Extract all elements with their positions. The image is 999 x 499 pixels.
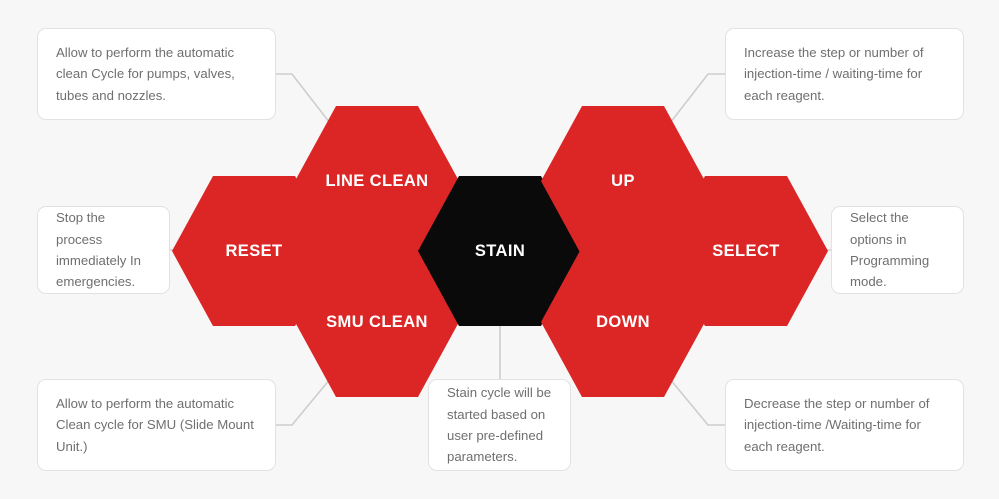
callout-stain: Stain cycle will be started based on use…: [428, 379, 571, 471]
callout-down-text: Decrease the step or number of injection…: [744, 395, 930, 454]
callout-up-text: Increase the step or number of injection…: [744, 44, 924, 103]
hex-label-line-clean: LINE CLEAN: [325, 171, 429, 190]
hex-label-down: DOWN: [596, 312, 650, 331]
callout-select: Select the options in Programming mode.: [831, 206, 964, 294]
callout-reset-text: Stop the process immediately In emergenc…: [56, 210, 142, 290]
hex-label-select: SELECT: [712, 241, 780, 260]
hex-label-up: UP: [611, 171, 635, 190]
callout-line-clean-text: Allow to perform the automatic clean Cyc…: [56, 44, 235, 103]
callout-up: Increase the step or number of injection…: [725, 28, 964, 120]
callout-select-text: Select the options in Programming mode.: [850, 210, 930, 290]
hex-label-stain: STAIN: [474, 241, 526, 260]
hex-label-smu-clean: SMU CLEAN: [326, 312, 428, 331]
callout-line-clean: Allow to perform the automatic clean Cyc…: [37, 28, 276, 120]
callout-stain-text: Stain cycle will be started based on use…: [447, 385, 552, 465]
callout-down: Decrease the step or number of injection…: [725, 379, 964, 471]
callout-reset: Stop the process immediately In emergenc…: [37, 206, 170, 294]
hex-label-reset: RESET: [225, 241, 283, 260]
callout-smu-clean-text: Allow to perform the automatic Clean cyc…: [56, 395, 254, 454]
callout-smu-clean: Allow to perform the automatic Clean cyc…: [37, 379, 276, 471]
